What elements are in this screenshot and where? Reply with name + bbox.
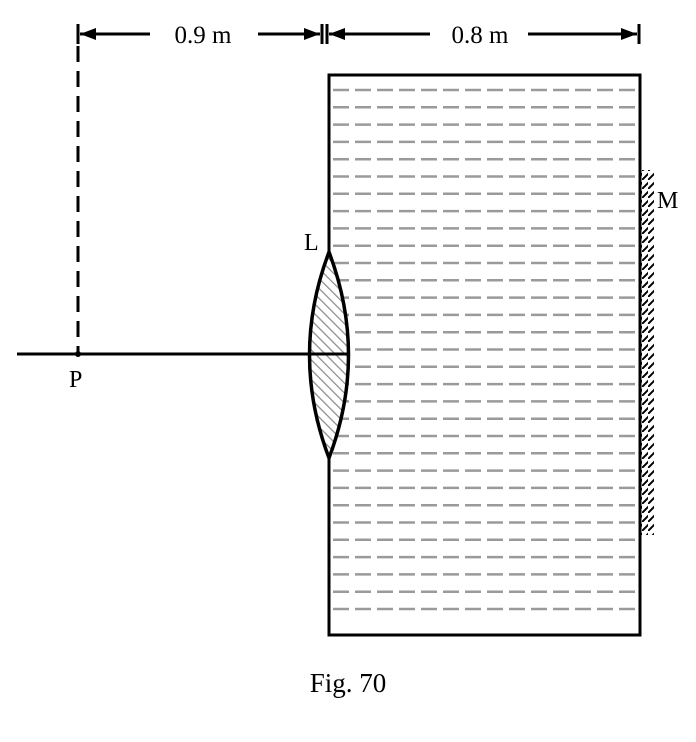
dimension-line xyxy=(76,24,641,44)
liquid-lines xyxy=(333,88,637,611)
point-p-marker xyxy=(75,351,81,357)
dimension-label-right: 0.8 m xyxy=(452,22,510,49)
dimension-label-left: 0.9 m xyxy=(175,22,233,49)
label-l: L xyxy=(304,230,319,256)
figure-caption: Fig. 70 xyxy=(310,668,387,698)
label-p: P xyxy=(69,367,82,393)
label-m: M xyxy=(657,188,678,214)
mirror xyxy=(638,170,654,535)
liquid-container xyxy=(327,73,642,637)
